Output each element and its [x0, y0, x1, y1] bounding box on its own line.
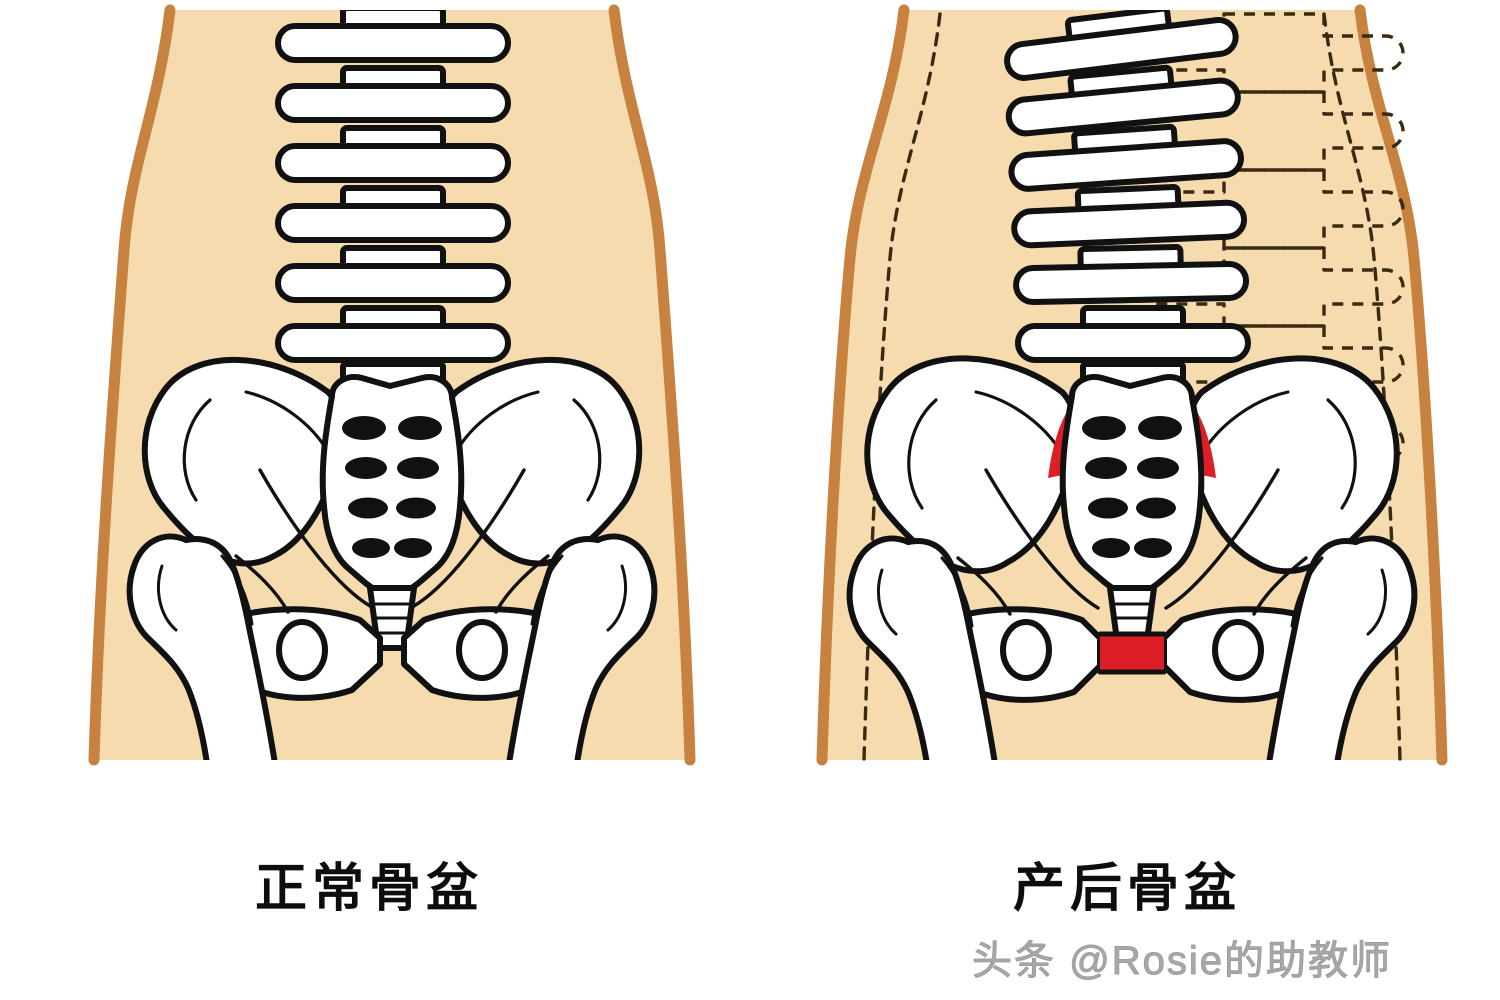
- caption-postpartum-pelvis: 产后骨盆: [1013, 860, 1242, 918]
- torso-edge-right: [1354, 4, 1448, 766]
- lumbar-spine: [275, 10, 511, 397]
- caption-normal-pelvis: 正常骨盆: [255, 860, 484, 918]
- left-femur: [846, 535, 999, 760]
- pubic-symphysis-gap-highlight: [1100, 634, 1164, 672]
- figure-postpartum-pelvis: [816, 4, 1448, 766]
- right-femur: [505, 533, 658, 760]
- torso-edge-left: [816, 4, 910, 766]
- sacrum: [319, 374, 465, 593]
- right-femur: [1265, 535, 1418, 760]
- sacral-foramina: [1082, 416, 1182, 558]
- sacral-foramina: [342, 416, 442, 558]
- left-obturator-foramen: [276, 619, 328, 681]
- sacrum: [1059, 374, 1205, 593]
- left-obturator-foramen: [1000, 619, 1052, 681]
- torso-edge-left: [88, 4, 176, 766]
- watermark: 头条 @Rosie的助教师: [972, 939, 1392, 984]
- right-obturator-foramen: [1212, 619, 1264, 681]
- figure-normal-pelvis: [88, 4, 696, 766]
- torso-edge-right: [608, 4, 696, 766]
- left-femur: [126, 533, 279, 760]
- pre-pregnancy-outline-ghost: [862, 12, 1402, 762]
- lumbar-spine: [1004, 10, 1251, 397]
- right-obturator-foramen: [456, 619, 508, 681]
